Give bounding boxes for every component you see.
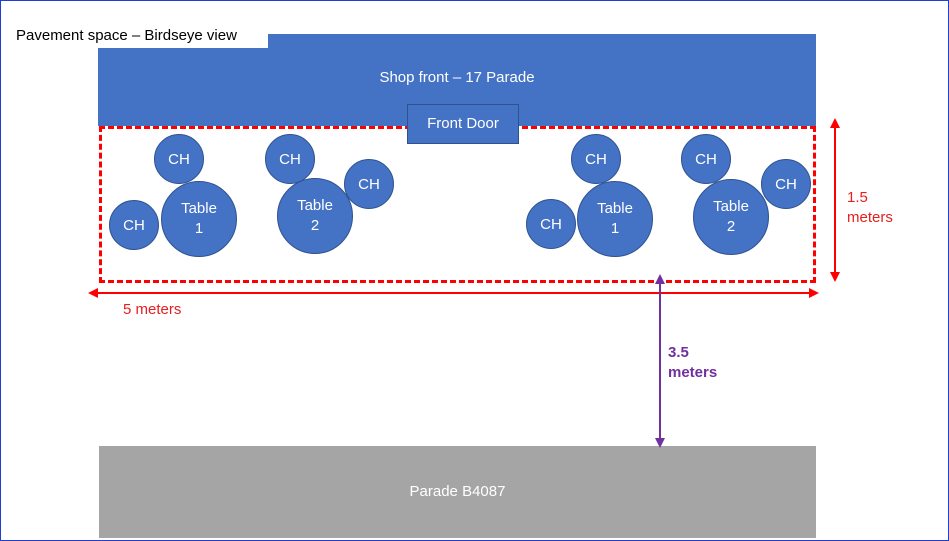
table-label: Table xyxy=(297,197,333,214)
chair: CH xyxy=(154,134,204,184)
gap-measurement: 3.5 meters xyxy=(668,343,717,383)
front-door: Front Door xyxy=(407,104,519,144)
table-number: 2 xyxy=(310,217,320,234)
gap-unit: meters xyxy=(668,364,718,381)
table: Table 1 xyxy=(161,181,237,257)
depth-unit: meters xyxy=(847,209,893,226)
road-parade: Parade B4087 xyxy=(99,446,816,538)
table-number: 1 xyxy=(194,220,204,237)
depth-measurement: 1.5 meters xyxy=(847,188,893,228)
table: Table 2 xyxy=(277,178,353,254)
diagram-title: Pavement space – Birdseye view xyxy=(6,24,268,48)
chair: CH xyxy=(109,200,159,250)
table: Table 2 xyxy=(693,179,769,255)
width-measurement: 5 meters xyxy=(123,301,182,318)
depth-value: 1.5 xyxy=(847,189,868,206)
table-label: Table xyxy=(181,200,217,217)
table: Table 1 xyxy=(577,181,653,257)
chair: CH xyxy=(265,134,315,184)
shop-front-label: Shop front – 17 Parade xyxy=(379,69,535,86)
table-label: Table xyxy=(713,198,749,215)
chair: CH xyxy=(681,134,731,184)
table-number: 1 xyxy=(610,220,620,237)
chair: CH xyxy=(526,199,576,249)
chair: CH xyxy=(344,159,394,209)
chair: CH xyxy=(571,134,621,184)
gap-value: 3.5 xyxy=(668,344,689,361)
table-label: Table xyxy=(597,200,633,217)
table-number: 2 xyxy=(726,218,736,235)
chair: CH xyxy=(761,159,811,209)
